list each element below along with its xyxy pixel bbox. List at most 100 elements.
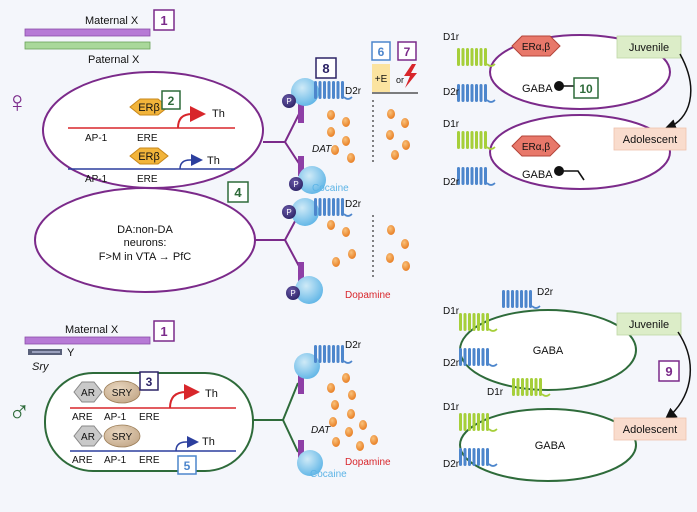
juvenile-box-female: Juvenile xyxy=(616,35,682,59)
male-d2r-left-top-label: D2r xyxy=(443,358,460,369)
d2r-female-top xyxy=(456,83,496,103)
svg-text:SRY: SRY xyxy=(112,432,133,443)
axon-female-top xyxy=(263,111,301,166)
svg-text:6: 6 xyxy=(378,45,385,59)
badge-7: 7 xyxy=(397,41,417,61)
estrogen-label: +E xyxy=(375,74,388,85)
er-alpha-hex-top: ERα,β xyxy=(511,35,561,57)
phospho-top xyxy=(282,94,296,108)
male-gaba-top: GABA xyxy=(533,345,564,357)
badge-2: 2 xyxy=(161,90,181,110)
male-transcription-arrow-top xyxy=(169,384,200,409)
male-ap1-bottom: AP-1 xyxy=(104,455,127,466)
ap1-top-label: AP-1 xyxy=(85,133,108,144)
transcription-arrow-top xyxy=(177,106,206,129)
svg-text:2: 2 xyxy=(168,94,175,108)
svg-text:3: 3 xyxy=(146,375,153,389)
dopamine-label-female: Dopamine xyxy=(345,290,391,301)
badge-3: 3 xyxy=(139,371,159,391)
svg-text:ERβ: ERβ xyxy=(138,151,160,163)
synapse-male: D2r DAT Cocaine Dopamine xyxy=(294,340,391,480)
dopamine-dots-male xyxy=(327,373,378,451)
svg-text:ERα,β: ERα,β xyxy=(522,42,550,53)
male-ap1-top: AP-1 xyxy=(104,412,127,423)
neurons-line3: F>M in VTA → PfC xyxy=(99,251,191,263)
maternal-x-label: Maternal X xyxy=(85,15,139,27)
ere-top-label: ERE xyxy=(137,133,158,144)
badge-10: 10 xyxy=(573,77,599,99)
gaba-terminal-bottom xyxy=(554,166,564,176)
male-dopamine-label: Dopamine xyxy=(345,457,391,468)
th-top-label: Th xyxy=(212,108,225,120)
y-label: Y xyxy=(67,347,75,359)
d1r-female-bottom xyxy=(456,130,496,150)
female-nucleus-ellipse xyxy=(42,71,264,189)
male-ere-top: ERE xyxy=(139,412,160,423)
gaba-top-female: GABA xyxy=(522,83,553,95)
male-gaba-bottom: GABA xyxy=(535,440,566,452)
female-chromosomes: Maternal X Paternal X xyxy=(24,15,151,66)
er-beta-bottom-hex: ERβ xyxy=(129,147,169,165)
svg-text:P: P xyxy=(286,97,291,106)
svg-text:10: 10 xyxy=(579,82,593,96)
female-symbol: ♀ xyxy=(6,86,29,119)
male-d1r-left-top-label: D1r xyxy=(443,306,460,317)
d2r-top-label: D2r xyxy=(345,86,362,97)
axon-female-bottom xyxy=(255,211,301,269)
or-label: or xyxy=(396,75,404,85)
svg-text:P: P xyxy=(293,180,298,189)
svg-text:8: 8 xyxy=(322,61,329,76)
male-d2r-top-right xyxy=(501,289,541,309)
neurons-line2: neurons: xyxy=(124,237,167,249)
d2r-female-top-label: D2r xyxy=(443,87,460,98)
d2r-bottom-label: D2r xyxy=(345,199,362,210)
sry-bottom-ellipse: SRY xyxy=(103,424,141,448)
svg-text:AR: AR xyxy=(81,432,95,443)
dopamine-dots-female-bottom xyxy=(327,220,410,271)
male-circuit-adolescent-ellipse xyxy=(459,408,637,482)
d2r-female-bottom-label: D2r xyxy=(443,177,460,188)
synapse-female-top: P P D2r DAT Cocaine xyxy=(282,78,362,194)
dat-transporter-bottom xyxy=(298,156,304,176)
svg-text:Adolescent: Adolescent xyxy=(623,134,677,146)
male-transcription-arrow-bottom xyxy=(175,436,199,452)
sry-gene-label: Sry xyxy=(32,361,50,373)
badge-1-male: 1 xyxy=(153,320,175,342)
cocaine-balloon-top xyxy=(291,78,319,106)
male-d1r-mid-label: D1r xyxy=(487,387,504,398)
male-maternal-x-label: Maternal X xyxy=(65,324,119,336)
svg-text:5: 5 xyxy=(184,459,191,473)
ere-bottom-label: ERE xyxy=(137,174,158,185)
cocaine-balloon-bottom xyxy=(298,166,326,194)
svg-text:ERα,β: ERα,β xyxy=(522,142,550,153)
male-ere-bottom: ERE xyxy=(139,455,160,466)
svg-text:1: 1 xyxy=(160,324,167,339)
stress-lightning-icon xyxy=(404,64,417,88)
dat-transporter-top xyxy=(298,103,304,123)
male-cocaine-label: Cocaine xyxy=(310,469,347,480)
male-th-bottom: Th xyxy=(202,436,215,448)
male-dat-label: DAT xyxy=(311,425,331,436)
svg-text:ERβ: ERβ xyxy=(138,102,160,114)
juvenile-box-male: Juvenile xyxy=(616,312,682,336)
male-d2r-top-right-label: D2r xyxy=(537,287,554,298)
badge-1-female: 1 xyxy=(153,9,175,31)
svg-text:Juvenile: Juvenile xyxy=(629,42,669,54)
svg-text:1: 1 xyxy=(160,13,167,28)
d1r-female-top xyxy=(456,47,496,67)
svg-text:AR: AR xyxy=(81,388,95,399)
dat-label-top: DAT xyxy=(312,144,332,155)
svg-text:7: 7 xyxy=(404,45,411,59)
badge-8: 8 xyxy=(315,57,337,79)
d2r-female-bottom xyxy=(456,166,496,186)
svg-text:9: 9 xyxy=(665,364,672,379)
adolescent-box-female: Adolescent xyxy=(613,127,687,151)
develop-arrow-female xyxy=(664,53,692,131)
badge-4: 4 xyxy=(227,181,249,203)
th-bottom-label: Th xyxy=(207,155,220,167)
adolescent-box-male: Adolescent xyxy=(613,417,687,441)
male-d2r-label: D2r xyxy=(345,340,362,351)
svg-text:Juvenile: Juvenile xyxy=(629,319,669,331)
